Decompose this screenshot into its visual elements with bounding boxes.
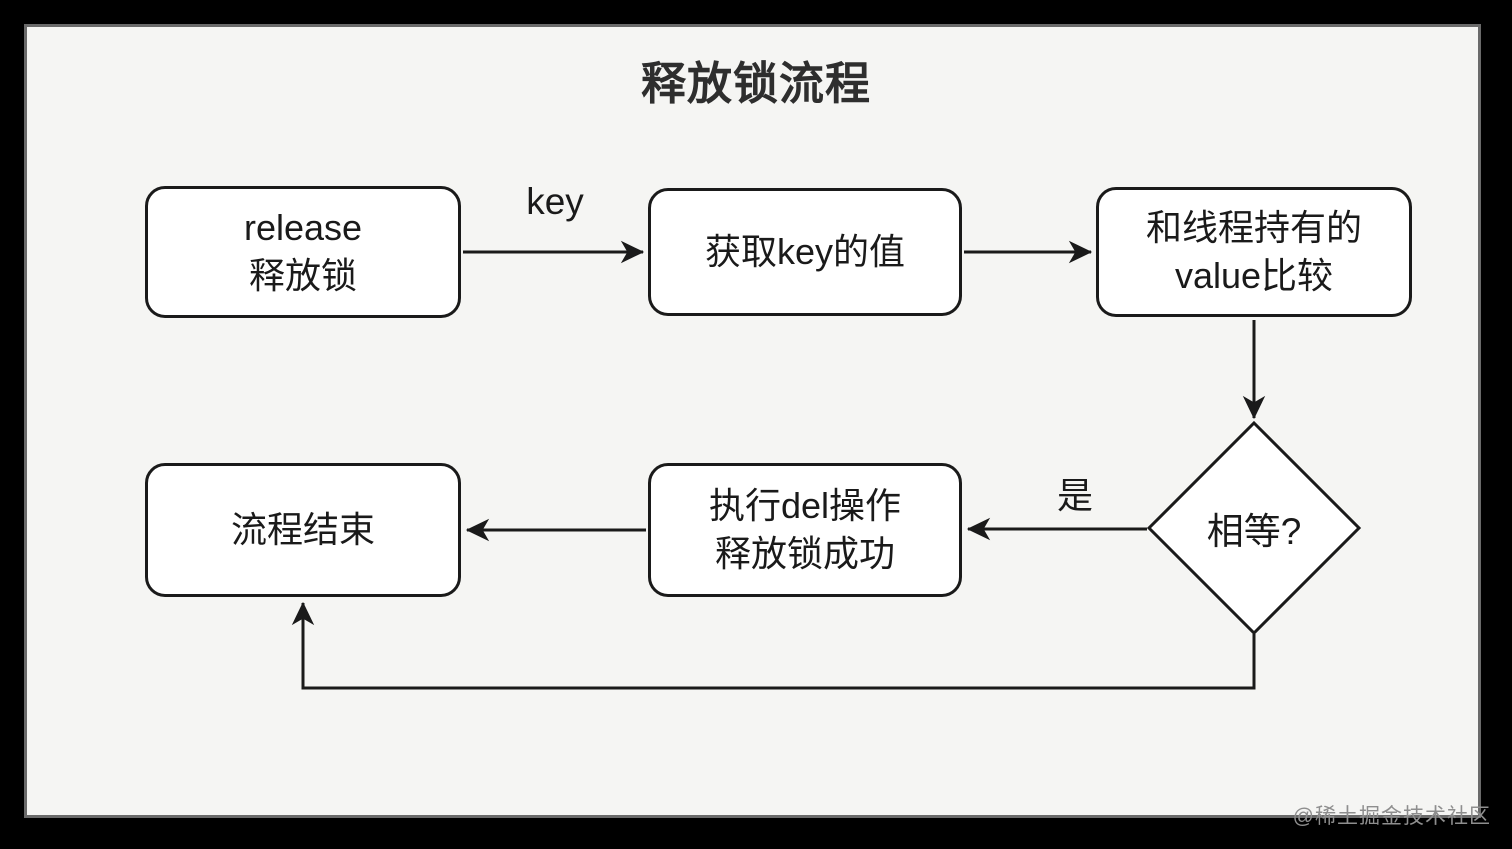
- node-release: release 释放锁: [145, 186, 461, 318]
- node-compare-line1: 和线程持有的: [1145, 207, 1362, 249]
- node-get-key-label: 获取key的值: [704, 231, 906, 273]
- decision-diamond-shape: [1146, 420, 1362, 636]
- node-del-operation: 执行del操作 释放锁成功: [648, 463, 962, 597]
- decision-equal-label: 相等?: [1206, 511, 1302, 552]
- edge-label-key: key: [526, 181, 584, 222]
- watermark: @稀土掘金技术社区: [1292, 805, 1491, 828]
- node-compare-value: 和线程持有的 value比较: [1096, 187, 1412, 317]
- node-compare-line2: value比较: [1174, 255, 1334, 296]
- node-release-line2: 释放锁: [248, 255, 357, 296]
- decision-equal: 相等?: [1149, 423, 1359, 633]
- node-end-label: 流程结束: [230, 509, 375, 551]
- node-del-line2: 释放锁成功: [714, 533, 895, 574]
- diagram-frame: [24, 24, 1481, 818]
- node-process-end: 流程结束: [145, 463, 461, 597]
- edge-equal-loop-to-end: [291, 601, 1256, 690]
- node-del-line1: 执行del操作: [708, 485, 902, 527]
- diagram-title: 释放锁流程: [640, 58, 871, 109]
- edge-label-yes: 是: [1056, 475, 1093, 516]
- node-get-key-value: 获取key的值: [648, 188, 962, 316]
- node-release-line1: release: [243, 207, 363, 249]
